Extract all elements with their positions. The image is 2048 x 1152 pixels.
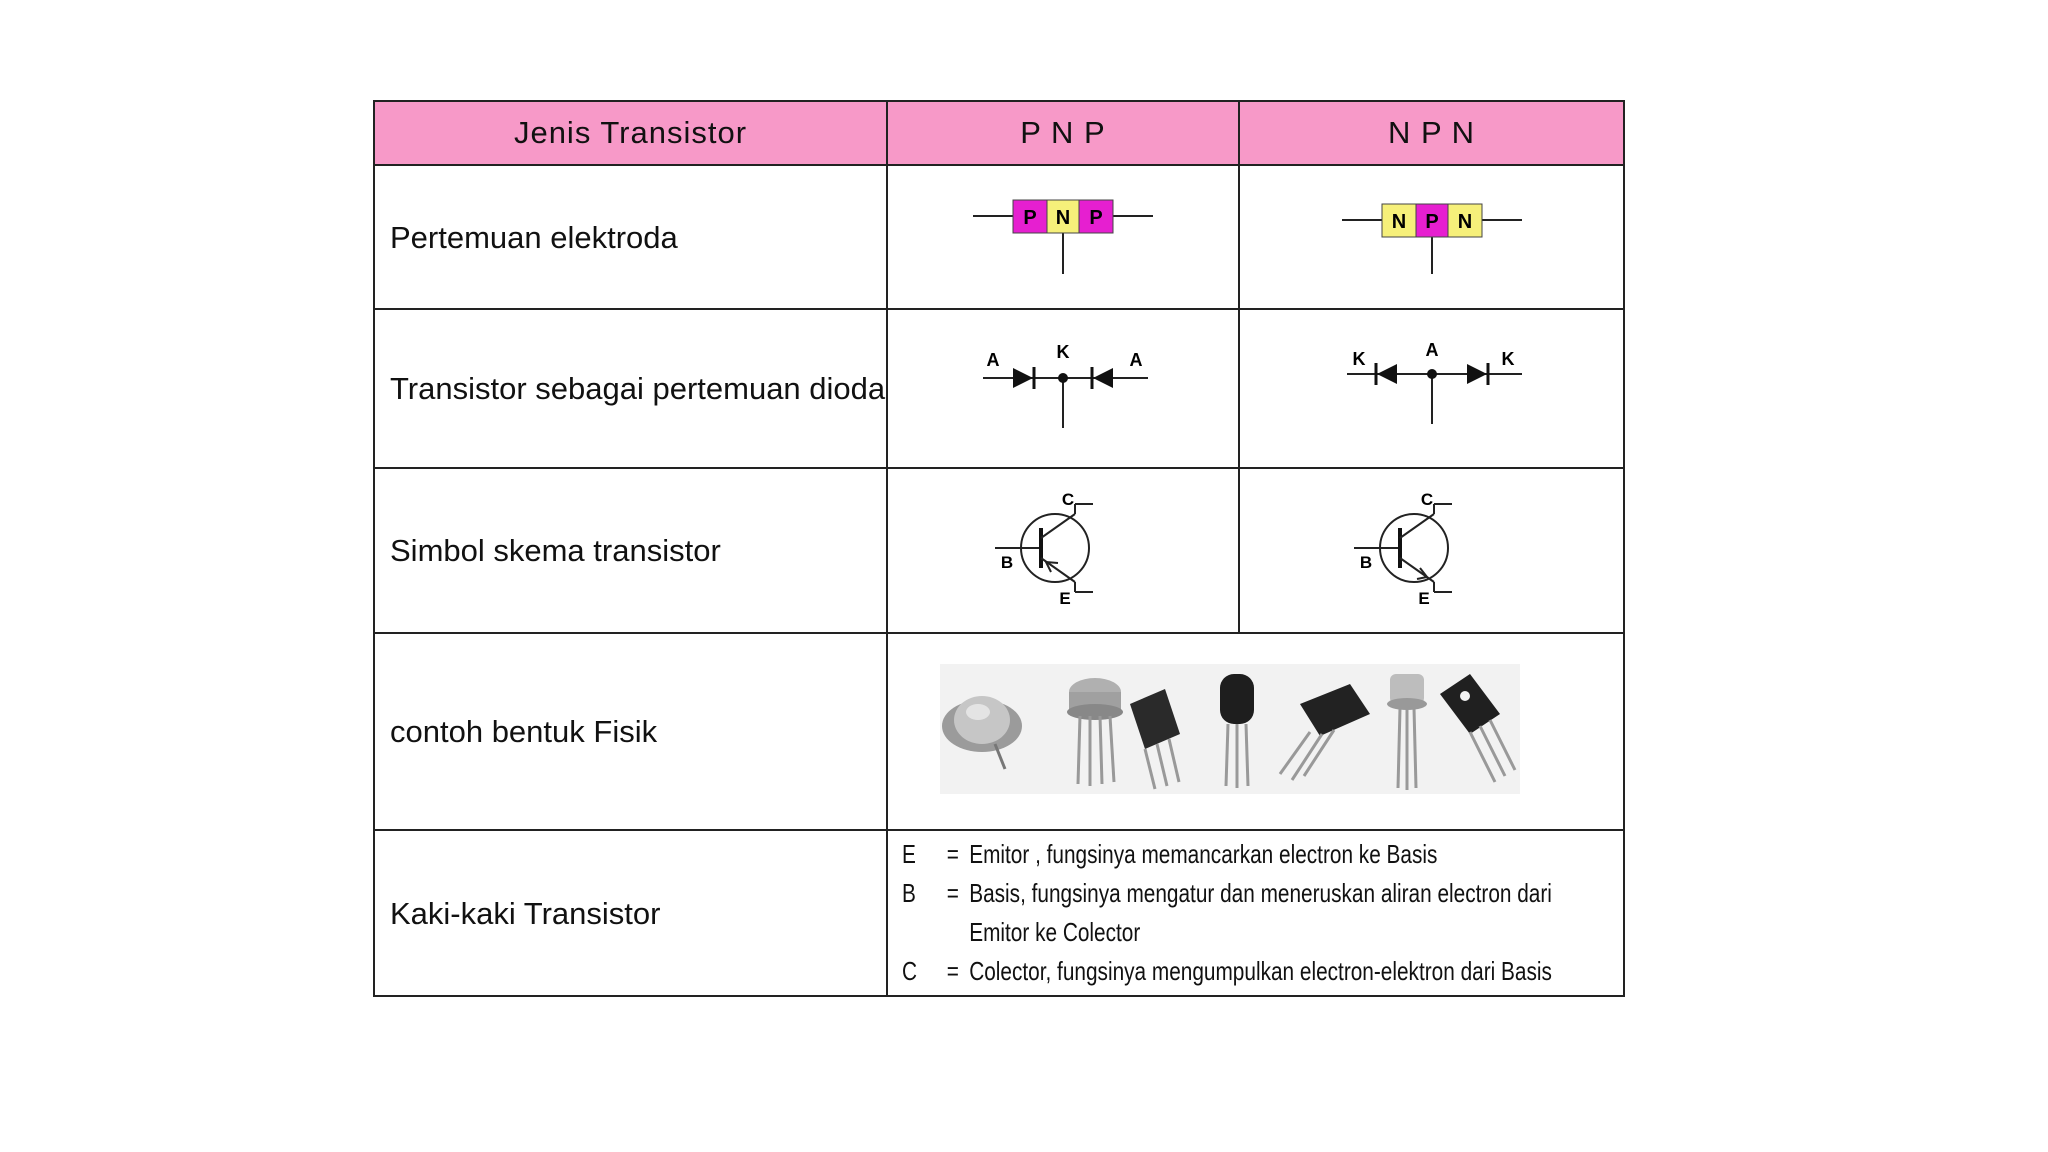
- pnp-junction-p2: P: [1089, 207, 1102, 229]
- diode-label: Transistor sebagai pertemuan dioda: [373, 308, 888, 469]
- pnp-diode-k: K: [1057, 342, 1070, 362]
- junction-label: Pertemuan elektroda: [373, 164, 888, 310]
- diode-row: Transistor sebagai pertemuan dioda A K A: [373, 308, 1625, 469]
- legs-description: E = Emitor , fungsinya memancarkan elect…: [886, 829, 1625, 997]
- npn-junction-figure: N P N: [1238, 164, 1625, 310]
- npn-junction-n2: N: [1457, 211, 1471, 233]
- header-pnp: P N P: [886, 100, 1240, 166]
- header-row: Jenis Transistor P N P N P N: [373, 100, 1625, 166]
- physical-row: contoh bentuk Fisik: [373, 632, 1625, 831]
- symbol-row: Simbol skema transistor C B E: [373, 467, 1625, 634]
- pnp-symbol-figure: C B E: [886, 467, 1240, 634]
- leg-basis: B = Basis, fungsinya mengatur dan meneru…: [902, 874, 1609, 952]
- leg-colector: C = Colector, fungsinya mengumpulkan ele…: [902, 952, 1609, 991]
- pnp-diode-a2: A: [1130, 350, 1143, 370]
- pnp-diode-a1: A: [987, 350, 1000, 370]
- leg-basis-key: B: [902, 878, 916, 908]
- pnp-symbol-c: C: [1062, 490, 1074, 509]
- npn-symbol-e: E: [1418, 589, 1429, 608]
- npn-junction-p: P: [1425, 211, 1438, 233]
- pnp-symbol-e: E: [1059, 589, 1070, 608]
- npn-diode-k1: K: [1352, 349, 1365, 369]
- leg-colector-key: C: [902, 956, 918, 986]
- leg-emitor-key: E: [902, 839, 916, 869]
- npn-symbol-c: C: [1420, 490, 1432, 509]
- legs-row: Kaki-kaki Transistor E = Emitor , fungsi…: [373, 829, 1625, 997]
- transistor-photo-illustration: [940, 664, 1520, 794]
- npn-symbol-figure: C B E: [1238, 467, 1625, 634]
- junction-row: Pertemuan elektroda P N P: [373, 164, 1625, 310]
- leg-colector-text: Colector, fungsinya mengumpulkan electro…: [969, 956, 1552, 986]
- leg-emitor: E = Emitor , fungsinya memancarkan elect…: [902, 835, 1609, 874]
- pnp-junction-n: N: [1056, 207, 1070, 229]
- pnp-junction-figure: P N P: [886, 164, 1240, 310]
- pnp-diode-figure: A K A: [886, 308, 1240, 469]
- header-type: Jenis Transistor: [373, 100, 888, 166]
- header-npn: N P N: [1238, 100, 1625, 166]
- pnp-symbol-b: B: [1001, 553, 1013, 572]
- leg-basis-text: Basis, fungsinya mengatur dan meneruskan…: [969, 878, 1552, 947]
- npn-diode-figure: K A K: [1238, 308, 1625, 469]
- legs-label: Kaki-kaki Transistor: [373, 829, 888, 997]
- pnp-junction-p1: P: [1023, 207, 1036, 229]
- npn-diode-k2: K: [1501, 349, 1514, 369]
- npn-junction-n1: N: [1391, 211, 1405, 233]
- npn-symbol-b: B: [1359, 553, 1371, 572]
- leg-emitor-text: Emitor , fungsinya memancarkan electron …: [969, 839, 1438, 869]
- npn-diode-a: A: [1425, 340, 1438, 360]
- physical-photo: [886, 632, 1625, 831]
- transistor-table: Jenis Transistor P N P N P N Pertemuan e…: [373, 100, 1625, 997]
- physical-label: contoh bentuk Fisik: [373, 632, 888, 831]
- symbol-label: Simbol skema transistor: [373, 467, 888, 634]
